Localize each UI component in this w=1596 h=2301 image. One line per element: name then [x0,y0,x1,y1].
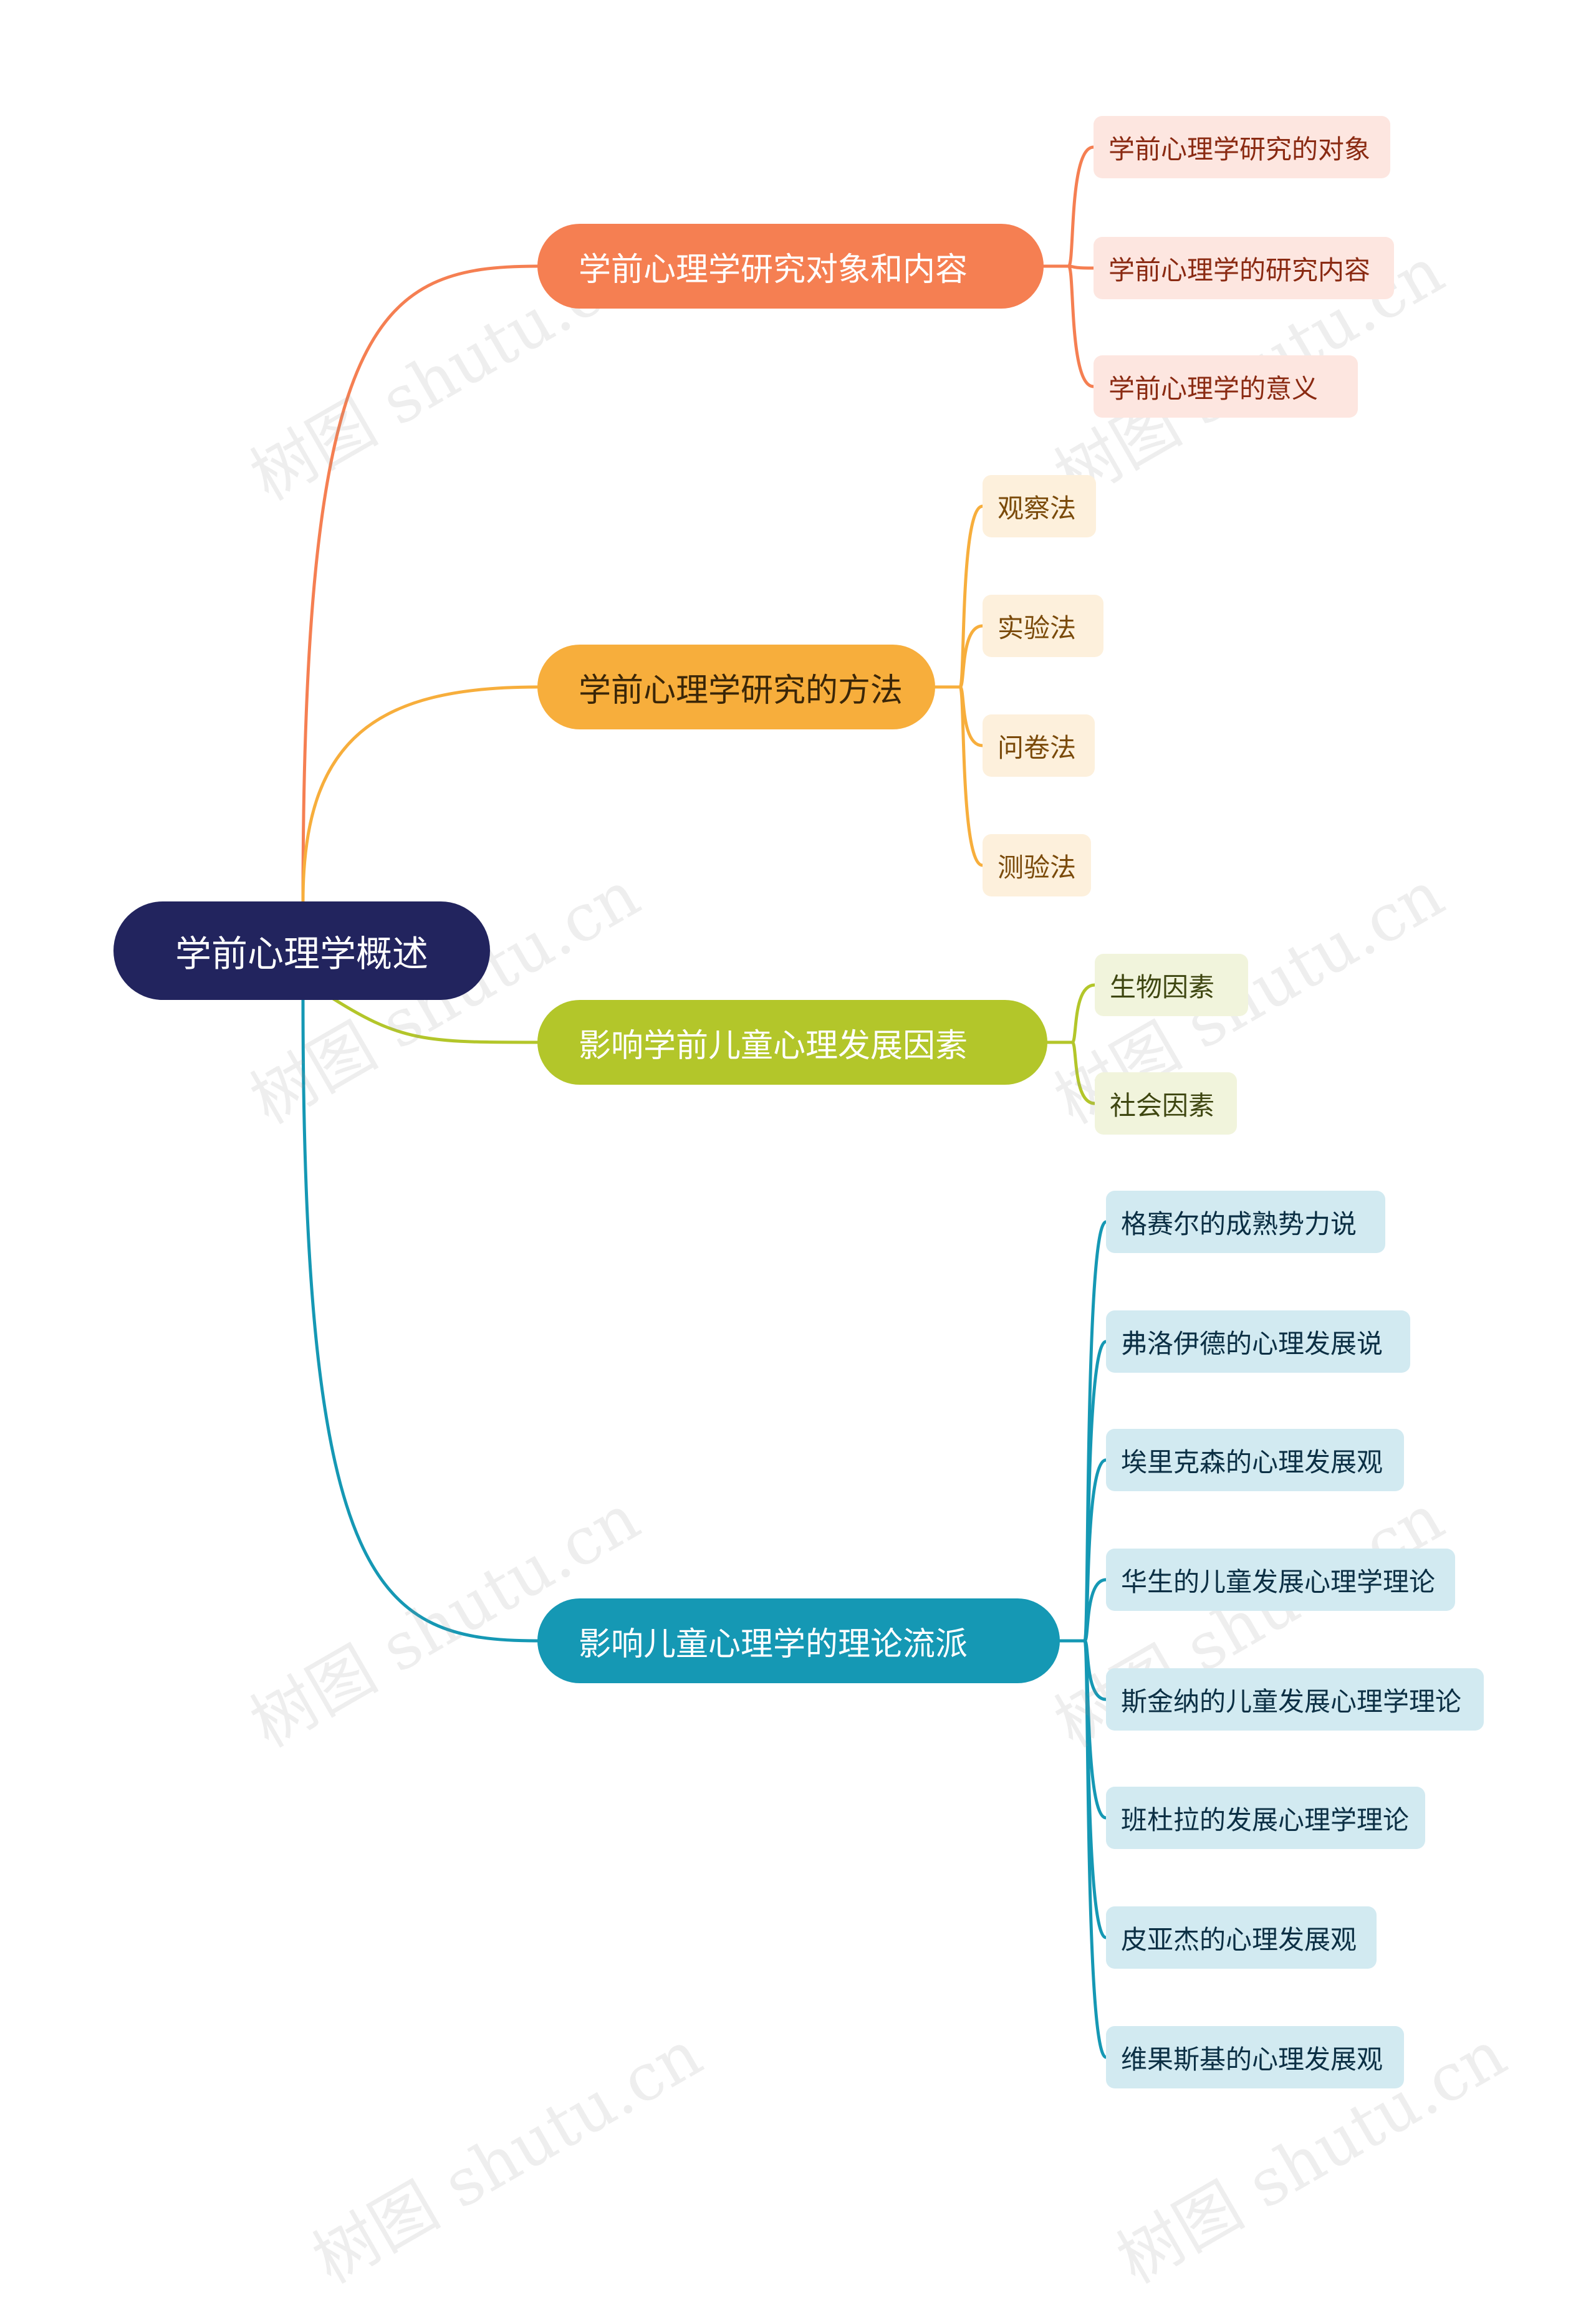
connector-line [324,992,539,1044]
branch-topic-research-object[interactable]: 学前心理学研究对象和内容 [537,224,1044,309]
connector-line [958,624,984,689]
leaf-topic[interactable]: 实验法 [983,595,1103,657]
connector-line [301,685,539,903]
leaf-topic[interactable]: 维果斯基的心理发展观 [1106,2026,1404,2088]
leaf-topic[interactable]: 问卷法 [983,714,1095,777]
leaf-topic[interactable]: 弗洛伊德的心理发展说 [1106,1310,1410,1373]
connector-line [1083,1578,1108,1643]
leaf-topic[interactable]: 学前心理学研究的对象 [1094,116,1390,178]
leaf-topic[interactable]: 斯金纳的儿童发展心理学理论 [1106,1668,1484,1731]
leaf-topic[interactable]: 格赛尔的成熟势力说 [1106,1191,1385,1253]
branch-topic-influencing-factors[interactable]: 影响学前儿童心理发展因素 [537,1000,1047,1085]
connector-lines [301,145,1108,2059]
leaf-topic[interactable]: 皮亚杰的心理发展观 [1106,1906,1377,1969]
branch-topic-research-methods[interactable]: 学前心理学研究的方法 [537,645,935,729]
connector-line [958,685,984,867]
connector-line [1070,983,1097,1044]
connector-line [301,264,539,903]
leaf-topic[interactable]: 社会因素 [1095,1072,1237,1135]
branch-topic-theory-schools[interactable]: 影响儿童心理学的理论流派 [537,1598,1060,1683]
leaf-topic[interactable]: 测验法 [983,834,1091,896]
connector-line [1067,264,1095,388]
leaf-topic[interactable]: 班杜拉的发展心理学理论 [1106,1787,1425,1849]
leaf-topic[interactable]: 生物因素 [1095,954,1248,1016]
leaf-topic[interactable]: 观察法 [983,475,1096,537]
leaf-topic[interactable]: 学前心理学的意义 [1094,355,1358,418]
leaf-topic[interactable]: 华生的儿童发展心理学理论 [1106,1549,1455,1611]
connector-line [1067,145,1095,268]
connector-line [1083,1639,1108,2059]
connector-line [1070,1040,1097,1105]
connector-line [1067,264,1095,270]
connector-line [301,998,539,1643]
leaf-topic[interactable]: 学前心理学的研究内容 [1094,237,1394,299]
root-topic[interactable]: 学前心理学概述 [113,901,490,1000]
leaf-topic[interactable]: 埃里克森的心理发展观 [1106,1429,1404,1491]
